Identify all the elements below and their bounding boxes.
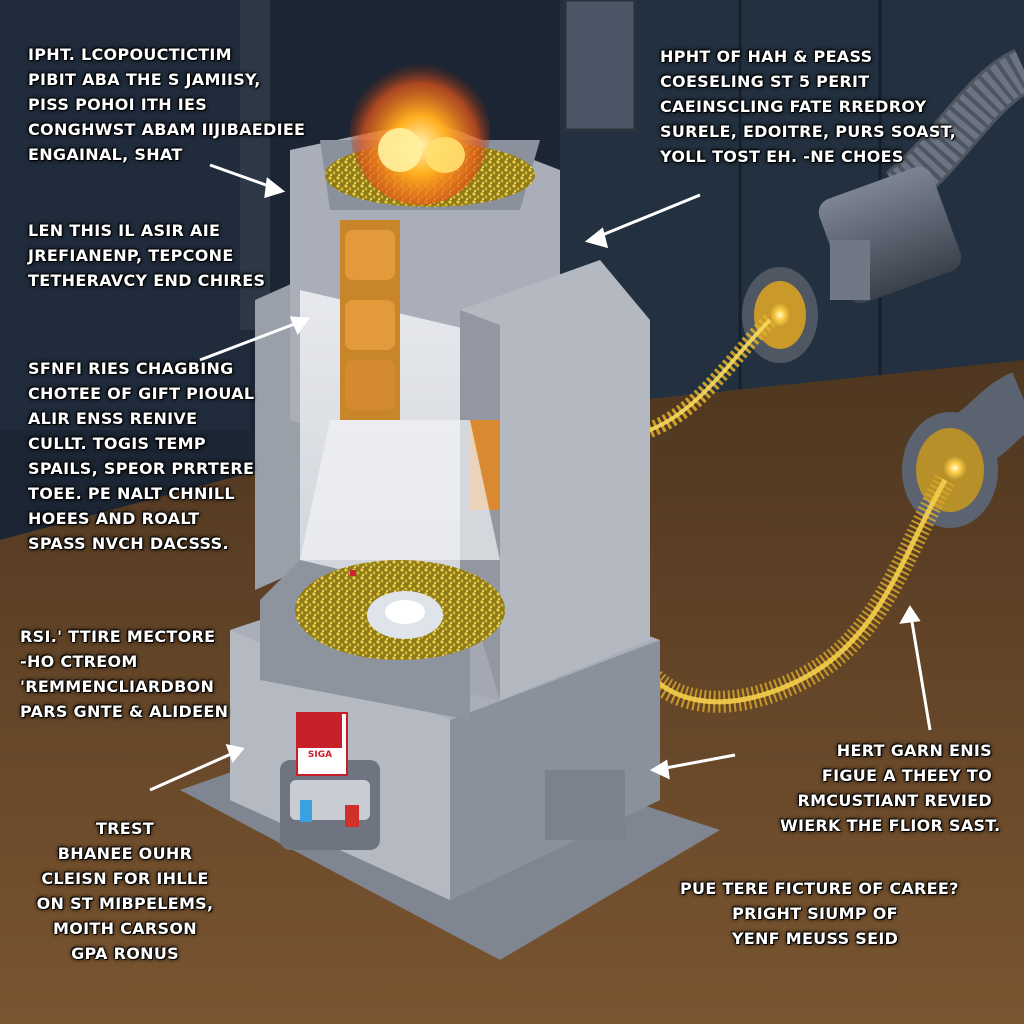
brand-badge: SIGA xyxy=(296,712,348,776)
callout-line: SURELE, EDOITRE, PURS SOAST, xyxy=(660,122,956,141)
callout-line: PISS POHOI ITH IES xyxy=(28,95,208,114)
callout-line: TREST xyxy=(95,819,155,838)
callout-line: GPA RONUS xyxy=(71,944,179,963)
callout-mid-left-2: SFNFI RIES CHAGBING CHOTEE OF GIFT PIOUAL… xyxy=(28,356,254,556)
callout-line: RMCUSTIANT REVIED xyxy=(797,791,992,810)
callout-top-left: IPHT. LCOPOUCTICTIM PIBIT ABA THE S JAMII… xyxy=(28,42,305,167)
wall-box xyxy=(563,0,637,132)
callout-line: JREFIANENP, TEPCONE xyxy=(28,246,234,265)
callout-line: YOLL TOST EH. -NE CHOES xyxy=(660,147,904,166)
callout-line: HERT GARN ENIS xyxy=(836,741,992,760)
wall-pillar xyxy=(240,0,270,330)
callout-mid-left-1: LEN THIS IL ASIR AIE JREFIANENP, TEPCONE T… xyxy=(28,218,265,293)
callout-line: CULLT. TOGIS TEMP xyxy=(28,434,206,453)
callout-line: PIBIT ABA THE S JAMIISY, xyxy=(28,70,261,89)
callout-line: COESELING ST 5 PERIT xyxy=(660,72,870,91)
callout-line: HOEES AND ROALT xyxy=(28,509,200,528)
callout-line: YENF MEUSS SEID xyxy=(731,929,899,948)
callout-right-mid: HERT GARN ENIS FIGUE A THEEY TO RMCUSTIANT… xyxy=(780,738,1001,838)
callout-line: 'REMMENCLIARDBON xyxy=(20,677,215,696)
callout-line: CONGHWST ABAM IIJIBAEDIEE xyxy=(28,120,306,139)
fire xyxy=(350,55,490,205)
brand-badge-text: SIGA xyxy=(307,750,333,760)
callout-bottom-left: TREST BHANEE OUHR CLEISN FOR IHLLE ON ST MI… xyxy=(20,816,230,966)
callout-line: HPHT OF HAH & PEASS xyxy=(660,47,873,66)
callout-line: ALIR ENSS RENIVE xyxy=(28,409,198,428)
hose-upper xyxy=(742,49,1024,363)
callout-line: ON ST MIBPELEMS, xyxy=(36,894,214,913)
callout-line: PUE TERE FICTURE OF CAREE? xyxy=(680,879,959,898)
callout-top-right: HPHT OF HAH & PEASS COESELING ST 5 PERIT C… xyxy=(660,44,956,169)
callout-line: -HO CTREOM xyxy=(20,652,138,671)
callout-bottom-right: PUE TERE FICTURE OF CAREE? PRIGHT SIUMP O… xyxy=(680,876,959,951)
callout-line: CAEINSCLING FATE RREDROY xyxy=(660,97,927,116)
callout-low-left: RSI.' TTIRE MECTORE -HO CTREOM 'REMMENCLIA… xyxy=(20,624,228,724)
callout-line: FIGUE A THEEY TO xyxy=(821,766,992,785)
callout-line: BHANEE OUHR xyxy=(57,844,193,863)
callout-line: LEN THIS IL ASIR AIE xyxy=(28,221,221,240)
callout-arrows xyxy=(149,163,932,792)
brand-badge-mark xyxy=(298,714,342,748)
callout-line: CLEISN FOR IHLLE xyxy=(41,869,209,888)
callout-line: TOEE. PE NALT CHNILL xyxy=(28,484,235,503)
callout-line: MOITH CARSON xyxy=(53,919,197,938)
callout-line: PARS GNTE & ALIDEEN xyxy=(20,702,229,721)
callout-line: CHOTEE OF GIFT PIOUAL xyxy=(28,384,255,403)
callout-line: WIERK THE FLIOR SAST. xyxy=(780,816,1001,835)
callout-line: IPHT. LCOPOUCTICTIM xyxy=(28,45,232,64)
callout-line: SPASS NVCH DACSSS. xyxy=(28,534,229,553)
furnace-tower xyxy=(255,55,650,720)
callout-line: SFNFI RIES CHAGBING xyxy=(28,359,234,378)
callout-line: PRIGHT SIUMP OF xyxy=(732,904,898,923)
callout-line: TETHERAVCY END CHIRES xyxy=(28,271,266,290)
callout-line: SPAILS, SPEOR PRRTERE xyxy=(28,459,255,478)
callout-line: ENGAINAL, SHAT xyxy=(28,145,183,164)
callout-line: RSI.' TTIRE MECTORE xyxy=(20,627,216,646)
